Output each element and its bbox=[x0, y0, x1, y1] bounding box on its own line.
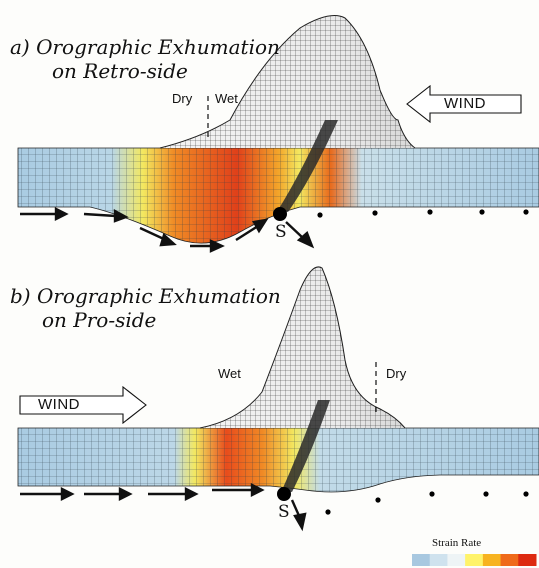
panel-a-s-point-marker bbox=[273, 207, 287, 221]
panel-a-title-line1: a) Orographic Exhumation bbox=[10, 35, 280, 59]
panel-a-dots bbox=[317, 209, 529, 218]
panel-b-mountain bbox=[199, 266, 406, 492]
panel-b-title-line2: on Pro-side bbox=[42, 308, 157, 332]
strain-rate-swatch bbox=[482, 554, 502, 566]
panel-a-dry-label: Dry bbox=[172, 91, 193, 106]
panel-a-wind-arrow bbox=[406, 84, 522, 124]
strain-rate-swatch bbox=[500, 554, 519, 566]
panel-b-wet-label: Wet bbox=[218, 366, 241, 381]
panel-b-motion-arrows bbox=[20, 483, 307, 532]
strain-rate-swatch bbox=[518, 554, 537, 566]
panel-b-wind-label: WIND bbox=[38, 396, 80, 413]
panel-b-s-label: S bbox=[278, 502, 290, 522]
panel-a-title-line2: on Retro-side bbox=[52, 59, 188, 83]
strain-rate-swatch bbox=[412, 554, 431, 566]
strain-rate-swatch bbox=[447, 554, 466, 566]
strain-rate-swatch bbox=[429, 554, 448, 566]
strain-rate-swatch bbox=[465, 554, 484, 566]
panel-a-wet-label: Wet bbox=[215, 91, 238, 106]
panel-b-wind-arrow bbox=[19, 385, 147, 425]
panel-a-mountain bbox=[159, 15, 416, 212]
panel-b-s-point-marker bbox=[277, 487, 291, 501]
strain-rate-legend-title: Strain Rate bbox=[432, 537, 482, 549]
panel-b-title-line1: b) Orographic Exhumation bbox=[10, 284, 281, 308]
panel-a-s-label: S bbox=[275, 222, 287, 242]
strain-rate-color-bar bbox=[412, 554, 537, 566]
panel-a-wind-label: WIND bbox=[444, 95, 486, 112]
panel-b-dry-label: Dry bbox=[386, 366, 407, 381]
panel-a-motion-arrows bbox=[20, 207, 315, 253]
panel-a-crust bbox=[17, 147, 539, 244]
panel-b-dots bbox=[325, 491, 529, 515]
panel-b-crust bbox=[17, 427, 539, 493]
